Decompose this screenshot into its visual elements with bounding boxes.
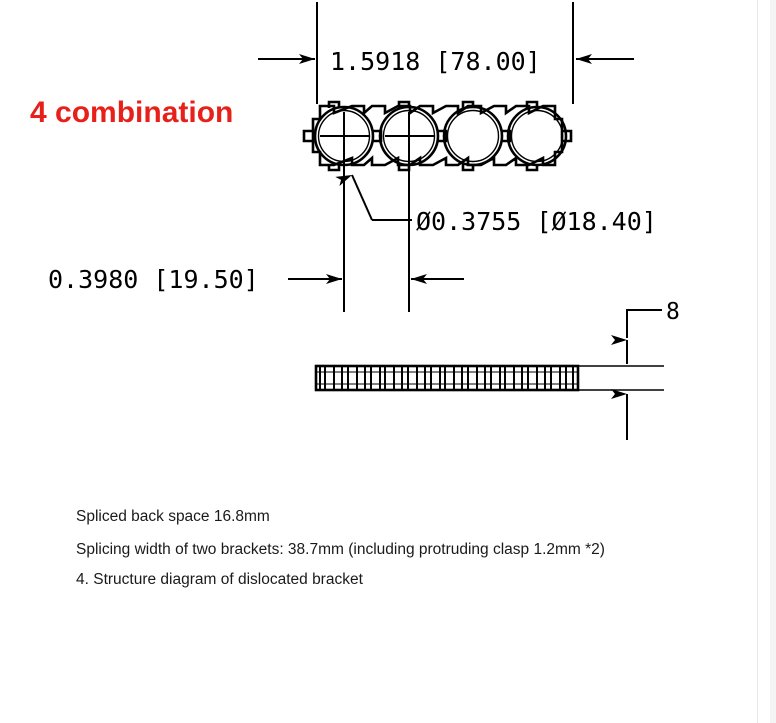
cell-2-clasp-top [397,100,411,108]
cell-1-clasp-bottom [327,164,341,172]
web-tab-2 [437,129,448,143]
top-view-bracket [302,100,573,172]
side-view-bar [314,364,580,392]
note-line-3: 4. Structure diagram of dislocated brack… [76,571,364,588]
page-edge-line [757,0,758,723]
cell-1-clasp-top [327,100,341,108]
side-view-hatching [319,366,574,390]
overall-width-label: 1.5918 [78.00] [330,47,541,76]
thickness-label: 8 [666,299,680,325]
diameter-leader-arrow [335,174,373,221]
cell-4 [506,100,568,172]
cell-pitch-label: 0.3980 [19.50] [48,265,259,294]
page-title: 4 combination [30,96,233,129]
cell-diameter-leader [335,174,412,221]
cell-diameter-label: Ø0.3755 [Ø18.40] [416,207,657,236]
web-tab-3 [501,129,512,143]
cell-3-clasp-top [461,100,475,108]
cell-4-clasp-top [525,100,539,108]
web-tab-right-end [562,129,573,143]
cell-3-clasp-bottom [461,164,475,172]
cell-3 [442,100,504,172]
web-tab-1 [372,129,383,143]
note-line-2: Splicing width of two brackets: 38.7mm (… [76,541,605,558]
web-tab-left-end [302,129,313,143]
side-view-bar-body [314,364,580,392]
cell-4-clasp-bottom [525,164,539,172]
page-margin-strip [770,0,776,723]
note-line-1: Spliced back space 16.8mm [76,508,270,525]
thickness-leader [626,309,662,338]
